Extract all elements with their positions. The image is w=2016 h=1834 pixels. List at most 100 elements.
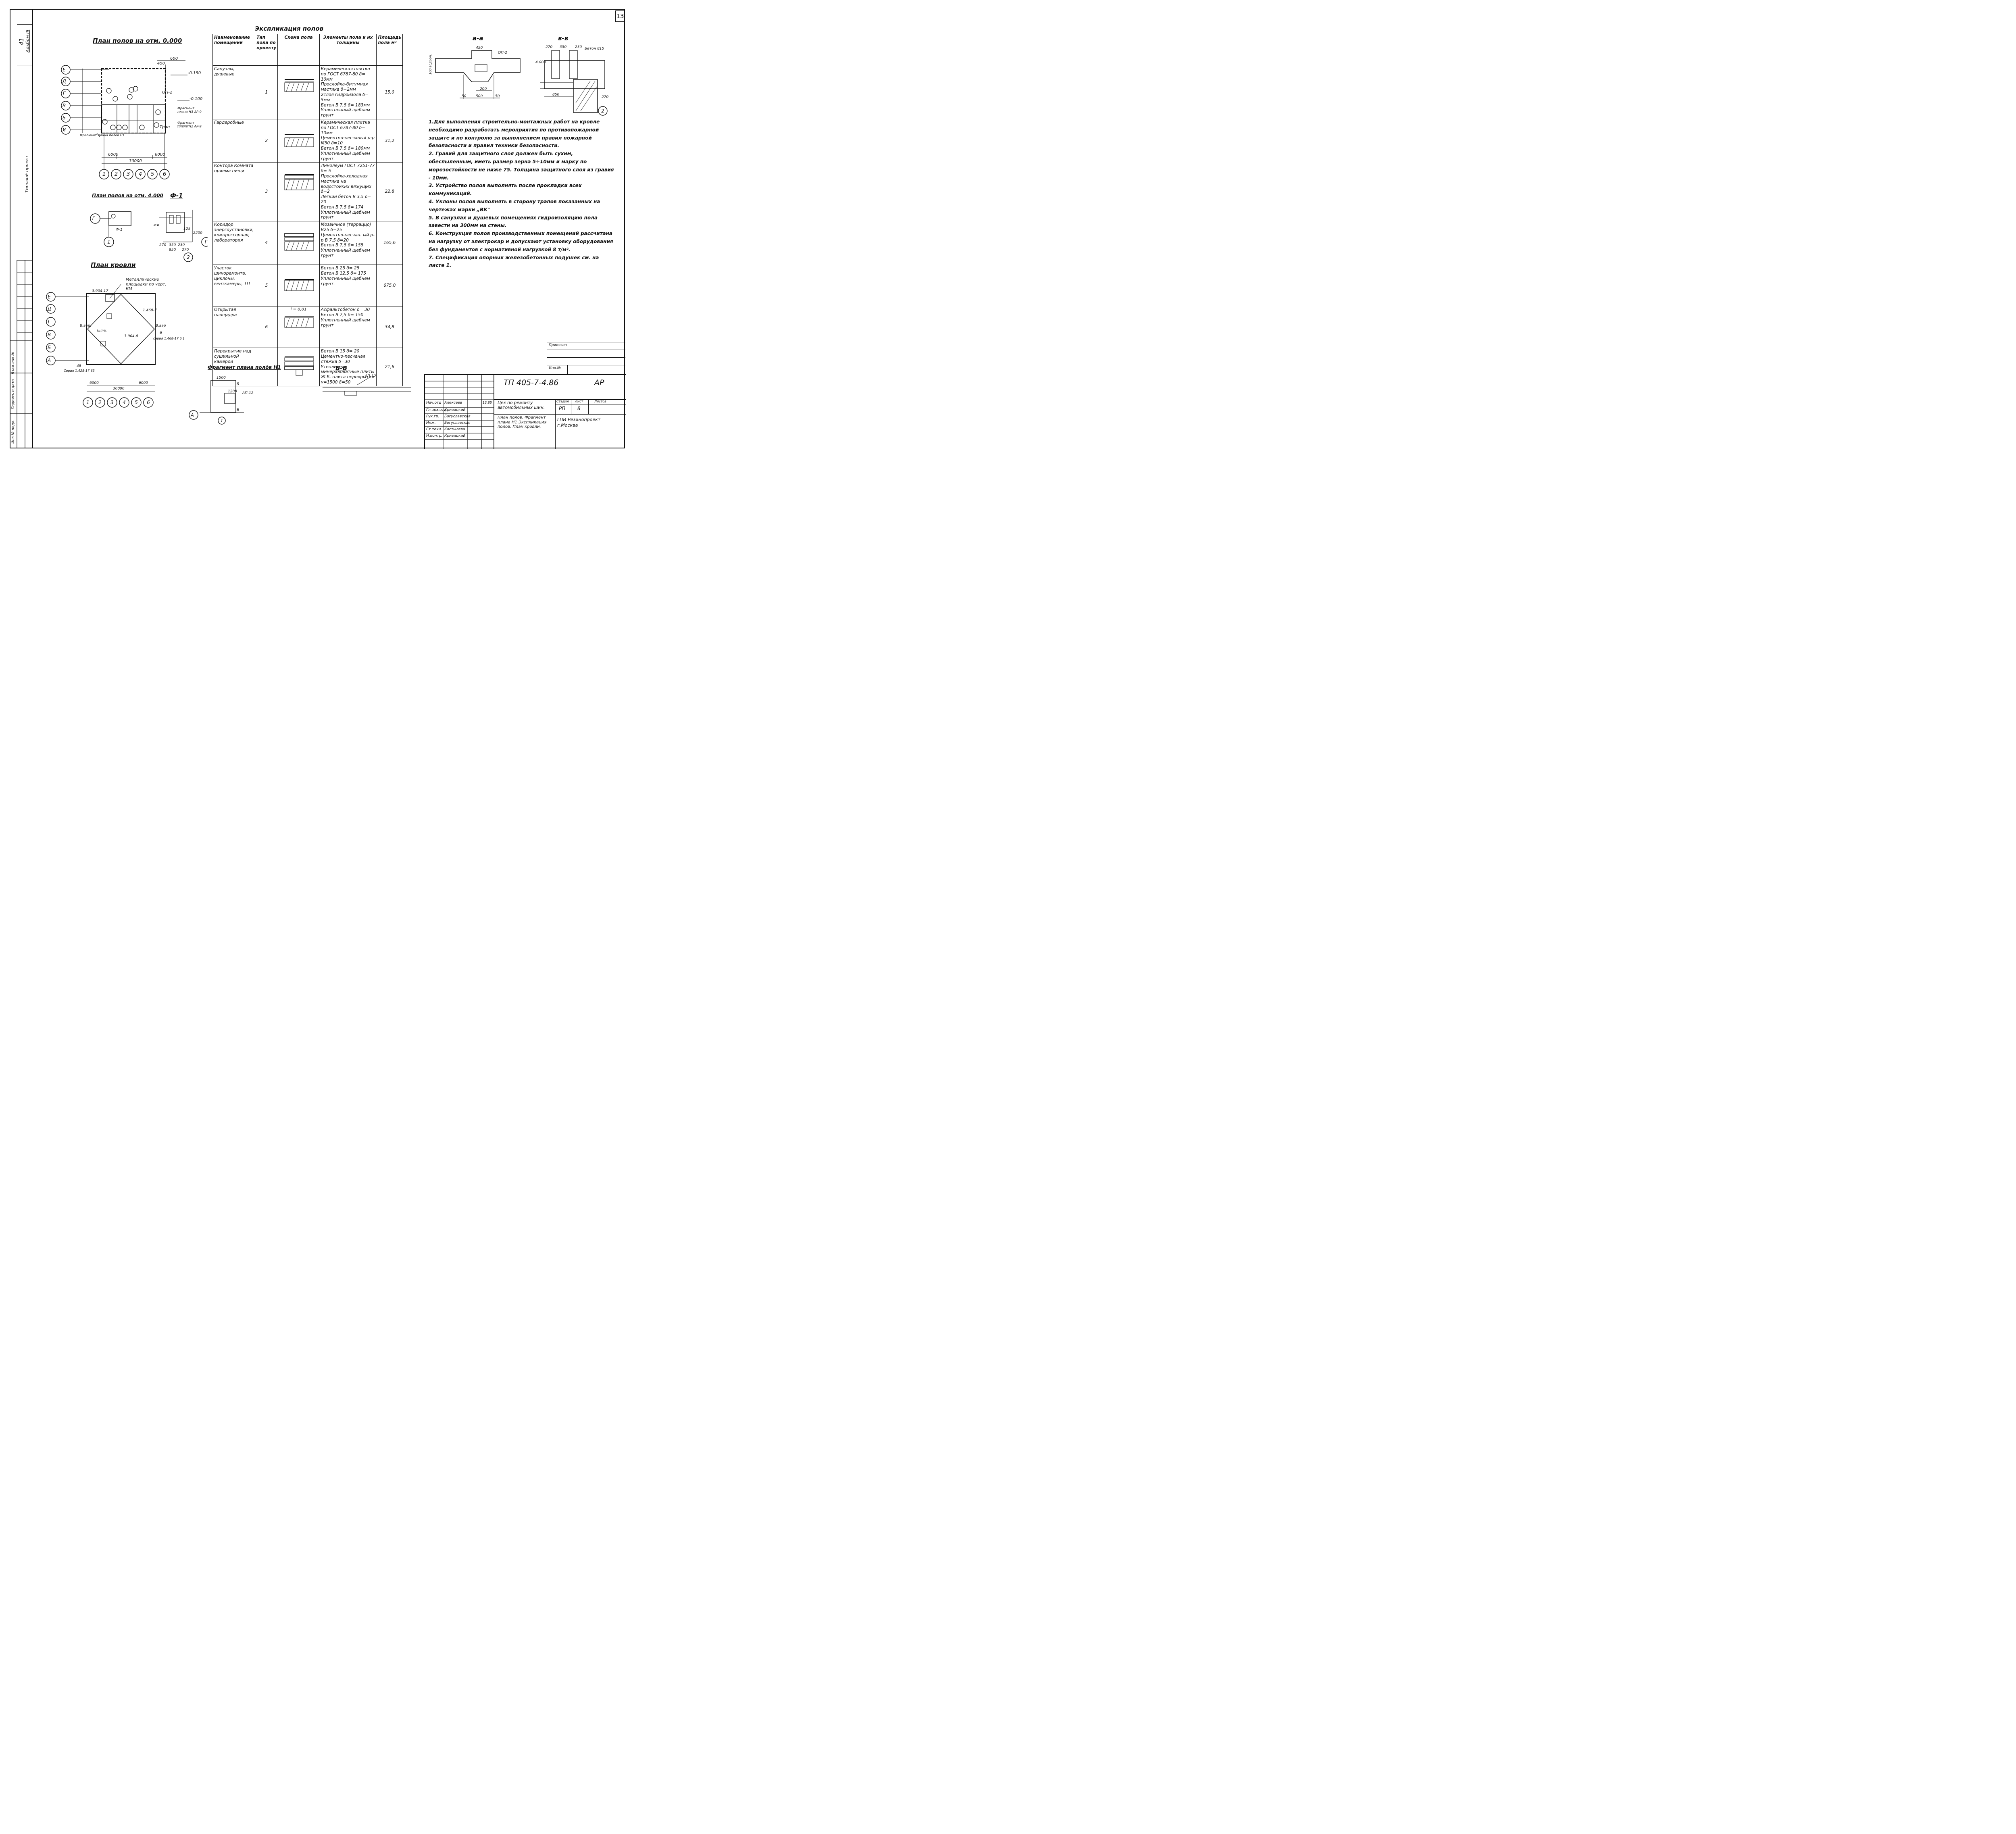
sections-drawing: 450 ОП-2 200 50 500 50 100 водорм. 270 3…	[429, 45, 608, 116]
floor-scheme-6: i = 0,01	[277, 306, 320, 348]
svg-text:1200: 1200	[228, 390, 237, 394]
object-name: Цех по ремонту автомобильных шин.	[498, 400, 545, 410]
svg-text:6000: 6000	[108, 152, 118, 157]
sheet-header: Лист	[575, 400, 583, 403]
svg-text:50: 50	[495, 94, 500, 98]
inv-label: Инв.№	[547, 365, 568, 375]
role-label: Рук.гр.	[426, 415, 439, 419]
table-row: Санузлы, душевые 1 Керамическая плитка п…	[212, 65, 403, 119]
svg-text:100 водорм.: 100 водорм.	[429, 54, 432, 75]
person-name: Богуславская	[444, 421, 471, 425]
role-label: Нач.отд	[426, 401, 442, 405]
floor-scheme-2	[277, 119, 320, 163]
roof-plan-drawing: Е Д Г В Б А 1 2 3 4 5 6 3.904-17 1.468-7…	[46, 284, 185, 408]
svg-text:4.000: 4.000	[535, 60, 546, 65]
svg-text:270: 270	[602, 95, 608, 99]
svg-text:1: 1	[221, 418, 223, 423]
svg-text:серия 1.468-17 6.1: серия 1.468-17 6.1	[153, 337, 185, 340]
title-block: ТП 405-7-4.86 АР Цех по ремонту автомоби…	[424, 374, 626, 449]
table-row: Участок шиноремонта, циклоны, венткамеры…	[212, 265, 403, 307]
svg-text:Г: Г	[48, 319, 51, 325]
person-name: Кривицкий	[444, 434, 466, 438]
note-item: 1.Для выполнения строительно-монтажных р…	[429, 119, 600, 149]
svg-text:А: А	[190, 413, 194, 418]
svg-text:350: 350	[169, 243, 176, 247]
note-item: 7. Спецификация опорных железобетонных п…	[429, 254, 599, 269]
svg-text:Е: Е	[48, 294, 51, 300]
svg-text:850: 850	[169, 248, 176, 252]
sign-date: Подпись и дата	[11, 379, 15, 409]
svg-text:1: 1	[86, 400, 90, 405]
svg-text:1.468-7: 1.468-7	[143, 308, 157, 313]
org-name: ГПИ Резинопроект г.Москва	[557, 417, 601, 428]
person-name: Кривицкий	[444, 408, 466, 412]
explication-table: Наименование помещений Тип пола по проек…	[212, 34, 403, 386]
svg-text:В.вор.: В.вор.	[80, 324, 91, 328]
floor-plan-4-drawing: Г 1 Ф-1 2 Г 270 350 230 850 270 в-в 125 …	[90, 210, 208, 262]
svg-text:2200: 2200	[193, 231, 202, 235]
svg-text:i=1%: i=1%	[97, 329, 106, 333]
svg-text:В: В	[48, 332, 51, 338]
svg-text:Бетон 815: Бетон 815	[585, 47, 604, 51]
floor-scheme-7	[277, 348, 320, 386]
svg-text:Ф-1: Ф-1	[116, 228, 123, 232]
person-name: Алексеев	[444, 401, 462, 405]
floor-plan-0-drawing: Е Д Г В Б Я 1 2 3 4 5 6 30000 6000 6000 …	[61, 56, 202, 179]
svg-text:270: 270	[182, 248, 189, 252]
svg-text:2: 2	[98, 400, 102, 405]
date-value: 12.85	[483, 401, 492, 404]
album-no: 41	[19, 38, 25, 45]
svg-text:Б: Б	[237, 408, 239, 412]
note-item: 3. Устройство полов выполнять после прок…	[429, 183, 582, 197]
table-row: Контора Комната приема пищи 3 Линолеум Г…	[212, 162, 403, 222]
svg-text:450: 450	[476, 46, 483, 50]
svg-text:-0.150: -0.150	[188, 71, 201, 75]
svg-text:В.вар: В.вар	[156, 324, 166, 328]
role-label: Н.контр.	[426, 434, 443, 438]
privyazan-box: Привязан Инв.№	[547, 342, 625, 375]
svg-text:Д: Д	[47, 306, 51, 312]
svg-text:4: 4	[123, 400, 126, 405]
svg-text:Серия 1.428-17 63: Серия 1.428-17 63	[64, 369, 95, 373]
svg-text:230: 230	[575, 45, 582, 49]
svg-text:350: 350	[560, 45, 566, 49]
f1-title: Ф-1	[170, 192, 183, 199]
role-label: Инж.	[426, 421, 436, 425]
doc-mark: АР	[594, 378, 604, 387]
fragment2-note: Фрагмент плана Н2 АР-9	[177, 121, 202, 128]
explication-header: Наименование помещений Тип пола по проек…	[212, 34, 403, 66]
svg-text:30000: 30000	[113, 387, 125, 391]
svg-text:450: 450	[157, 61, 165, 66]
svg-text:2: 2	[115, 171, 118, 177]
svg-text:850: 850	[552, 93, 559, 97]
svg-text:5: 5	[151, 171, 154, 177]
svg-text:ОП-2: ОП-2	[162, 90, 172, 95]
note-item: 5. В санузлах и душевых помещениях гидро…	[429, 215, 598, 229]
note-item: 2. Гравий для защитного слоя должен быть…	[429, 151, 614, 181]
svg-text:6000: 6000	[139, 381, 148, 385]
svg-text:3.904-17: 3.904-17	[92, 289, 108, 293]
floor-plan-4-title: План полов на отм. 4.000	[92, 193, 164, 198]
svg-text:Б: Б	[48, 345, 51, 350]
svg-text:6000: 6000	[155, 152, 165, 157]
svg-text:ОП-2: ОП-2	[498, 51, 507, 55]
note-item: 4. Уклоны полов выполнять в сторону трап…	[429, 198, 600, 213]
svg-text:600: 600	[170, 56, 178, 61]
axis-row-label: Е	[62, 67, 66, 73]
svg-text:в-в: в-в	[154, 223, 159, 227]
album-label: Альбом III	[25, 29, 30, 52]
table-row: Гардеробные 2 Керамическая плитка по ГОС…	[212, 119, 403, 163]
sheets-header: Листов	[594, 400, 606, 403]
person-name: Костылева	[444, 427, 465, 431]
svg-text:А: А	[47, 358, 51, 363]
svg-text:Д: Д	[62, 79, 66, 84]
svg-text:3.904-8: 3.904-8	[124, 334, 138, 338]
svg-text:30000: 30000	[129, 159, 142, 163]
svg-text:Трап: Трап	[160, 125, 170, 129]
svg-text:3: 3	[127, 171, 130, 177]
svg-text:5: 5	[135, 400, 138, 405]
inner-border	[32, 9, 626, 448]
sheet-title: План полов. Фрагмент плана Н1 Экспликаци…	[498, 415, 547, 429]
svg-text:6: 6	[147, 400, 150, 405]
floor-scheme-3	[277, 162, 320, 222]
